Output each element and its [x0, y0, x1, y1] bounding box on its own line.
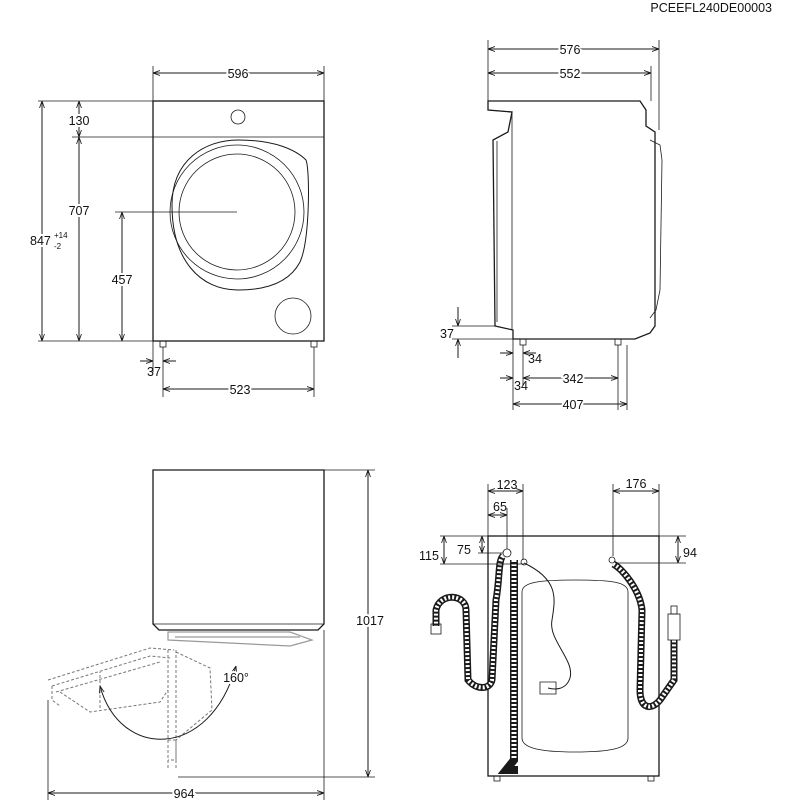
tolerance-plus: +14 — [54, 231, 68, 240]
open-door-outline — [47, 647, 213, 770]
door-hinge-base — [167, 631, 314, 647]
detergent-knob — [230, 109, 246, 125]
power-cable — [523, 562, 572, 690]
side-foot-height-label: 37 — [440, 327, 454, 341]
hose-offset-left-label: 123 — [497, 478, 518, 492]
door-top-label: 707 — [69, 204, 90, 218]
top-panel-label: 130 — [69, 114, 90, 128]
pump-cover — [274, 297, 312, 335]
rear-foot-offset-label: 34 — [514, 379, 528, 393]
right-hose-offset-label: 176 — [626, 477, 647, 491]
drawing-code: PCEEFL240DE00003 — [650, 1, 772, 15]
depth-body-label: 552 — [560, 67, 581, 81]
rear-service-cover — [521, 579, 629, 753]
side-cabinet — [487, 100, 656, 340]
front-width-label: 596 — [228, 67, 249, 81]
door-open-depth-label: 964 — [174, 787, 195, 800]
side-view: 576 552 37 34 34 342 407 — [440, 40, 663, 414]
rear-view: 123 65 115 75 176 94 — [417, 477, 699, 782]
right-hose-height-label: 94 — [683, 546, 697, 560]
top-view: 160° 1017 964 — [47, 469, 386, 800]
door-profile — [649, 139, 663, 319]
door-angle-arc — [100, 666, 236, 740]
hose-height-outer-label: 115 — [419, 549, 439, 563]
side-foot-span-label: 342 — [563, 372, 584, 386]
total-height-label: 847 — [30, 234, 51, 248]
front-foot-span-label: 523 — [230, 383, 251, 397]
hose-height-inner-label: 75 — [457, 543, 471, 557]
door-angle-label: 160° — [223, 671, 249, 685]
door-frame — [171, 139, 309, 291]
front-foot-inset-label: 37 — [147, 365, 161, 379]
front-cabinet — [152, 100, 325, 342]
front-foot-distance-label: 407 — [563, 398, 584, 412]
side-foot-inset-label: 34 — [528, 352, 542, 366]
tolerance-minus: -2 — [54, 242, 62, 251]
height-with-door-label: 1017 — [356, 614, 384, 628]
front-view: 596 130 707 457 847 +14 -2 37 523 — [28, 65, 325, 399]
depth-total-label: 576 — [560, 43, 581, 57]
hose-inlet-offset-label: 65 — [493, 500, 507, 514]
door-center-label: 457 — [112, 273, 133, 287]
top-cabinet — [152, 469, 325, 631]
